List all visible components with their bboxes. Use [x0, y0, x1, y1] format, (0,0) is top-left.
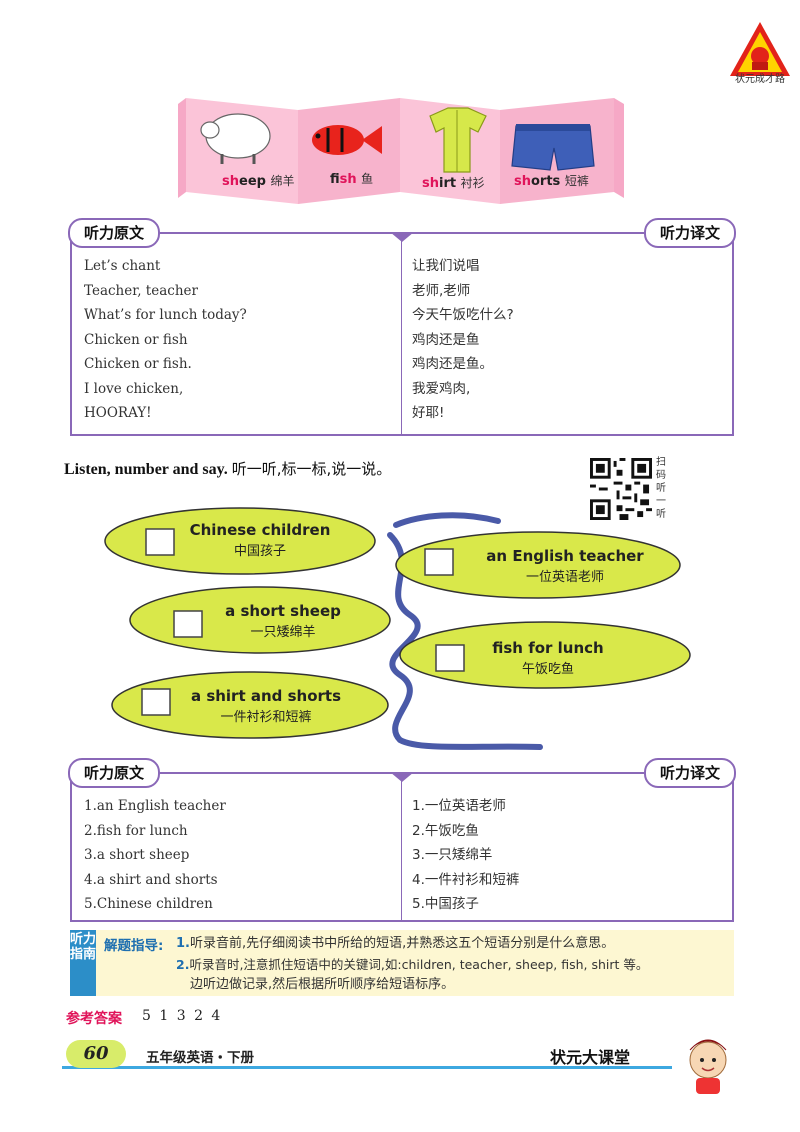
brand-logo-icon — [730, 22, 790, 76]
translation-tag-2: 听力译文 — [643, 758, 736, 788]
logo-text: 状元成才路 — [735, 74, 785, 85]
flashcard-label-sheep: sheep 绵羊 — [222, 174, 295, 189]
oval-5-zh: 一件衬衫和短裤 — [220, 710, 311, 725]
solution-guide — [70, 930, 734, 996]
phrase-oval-3 — [129, 586, 391, 654]
oval-3-zh: 一只矮绵羊 — [250, 624, 315, 640]
guide-line-1: 1.听录音前,先仔细阅读书中所给的短语,并熟悉这五个短语分别是什么意思。 — [176, 936, 615, 951]
book-title: 五年级英语・下册 — [146, 1050, 254, 1066]
answer-box-3 — [173, 610, 203, 638]
fish-icon — [312, 125, 382, 155]
oval-2-zh: 一位英语老师 — [526, 570, 604, 585]
ribbon-icon — [387, 512, 543, 750]
sheep-icon — [200, 113, 271, 164]
answer-box-2 — [424, 548, 454, 576]
answer-values: 5 1 3 2 4 — [142, 1008, 223, 1024]
flashcard-label-shirt: shirt 衬衫 — [422, 176, 485, 191]
phrase-oval-4 — [399, 621, 691, 689]
flashcard-label-fish: fish 鱼 — [330, 172, 374, 187]
page-number: 60 — [66, 1040, 126, 1068]
guide-line-2: 2.听录音时,注意抓住短语中的关键词,如:children, teacher, … — [176, 957, 649, 972]
phrase-oval-1 — [104, 507, 376, 575]
translation-tag: 听力译文 — [643, 218, 736, 248]
exercise-title: Listen, number and say. 听一听,标一标,说一说。 — [64, 460, 392, 478]
answer-box-4 — [435, 644, 465, 672]
oval-1-zh: 中国孩子 — [234, 544, 286, 559]
transcript-tag: 听力原文 — [68, 218, 161, 248]
guide-side-label: 听力指南 — [70, 930, 96, 996]
oval-2-en: an English teacher — [486, 547, 644, 565]
oval-3-en: a short sheep — [225, 602, 341, 620]
phrase-oval-5 — [111, 671, 389, 739]
oval-4-zh: 午饭吃鱼 — [522, 661, 574, 677]
shorts-icon — [511, 124, 595, 171]
answer-box-5 — [141, 688, 171, 716]
transcript-chinese: 让我们说唱老师,老师今天午饭吃什么? 鸡肉还是鱼鸡肉还是鱼。我爱鸡肉,好耶! — [412, 258, 514, 421]
mascot-icon — [689, 1039, 727, 1094]
answer-label: 参考答案 — [66, 1011, 122, 1027]
oval-4-en: fish for lunch — [492, 639, 603, 657]
guide-line-3: 边听边做记录,然后根据所听顺序给短语标序。 — [190, 977, 455, 992]
phrase-ovals-diagram: Chinese children 中国孩子 an English teacher… — [104, 507, 691, 750]
flashcard-strip — [178, 98, 624, 204]
shirt-icon — [429, 107, 487, 173]
transcript-tag-2: 听力原文 — [68, 758, 161, 788]
answer-box-1 — [145, 528, 175, 556]
qr-code-icon[interactable] — [590, 458, 652, 520]
flashcard-label-shorts: shorts 短裤 — [514, 174, 589, 189]
qr-caption: 扫码听一听 — [656, 457, 666, 520]
guide-heading: 解题指导: — [104, 938, 164, 954]
series-brand: 状元大课堂 — [550, 1048, 631, 1067]
footer-divider — [62, 1066, 672, 1069]
phrase-oval-2 — [395, 531, 681, 599]
oval-5-en: a shirt and shorts — [191, 687, 341, 705]
oval-1-en: Chinese children — [190, 521, 331, 539]
